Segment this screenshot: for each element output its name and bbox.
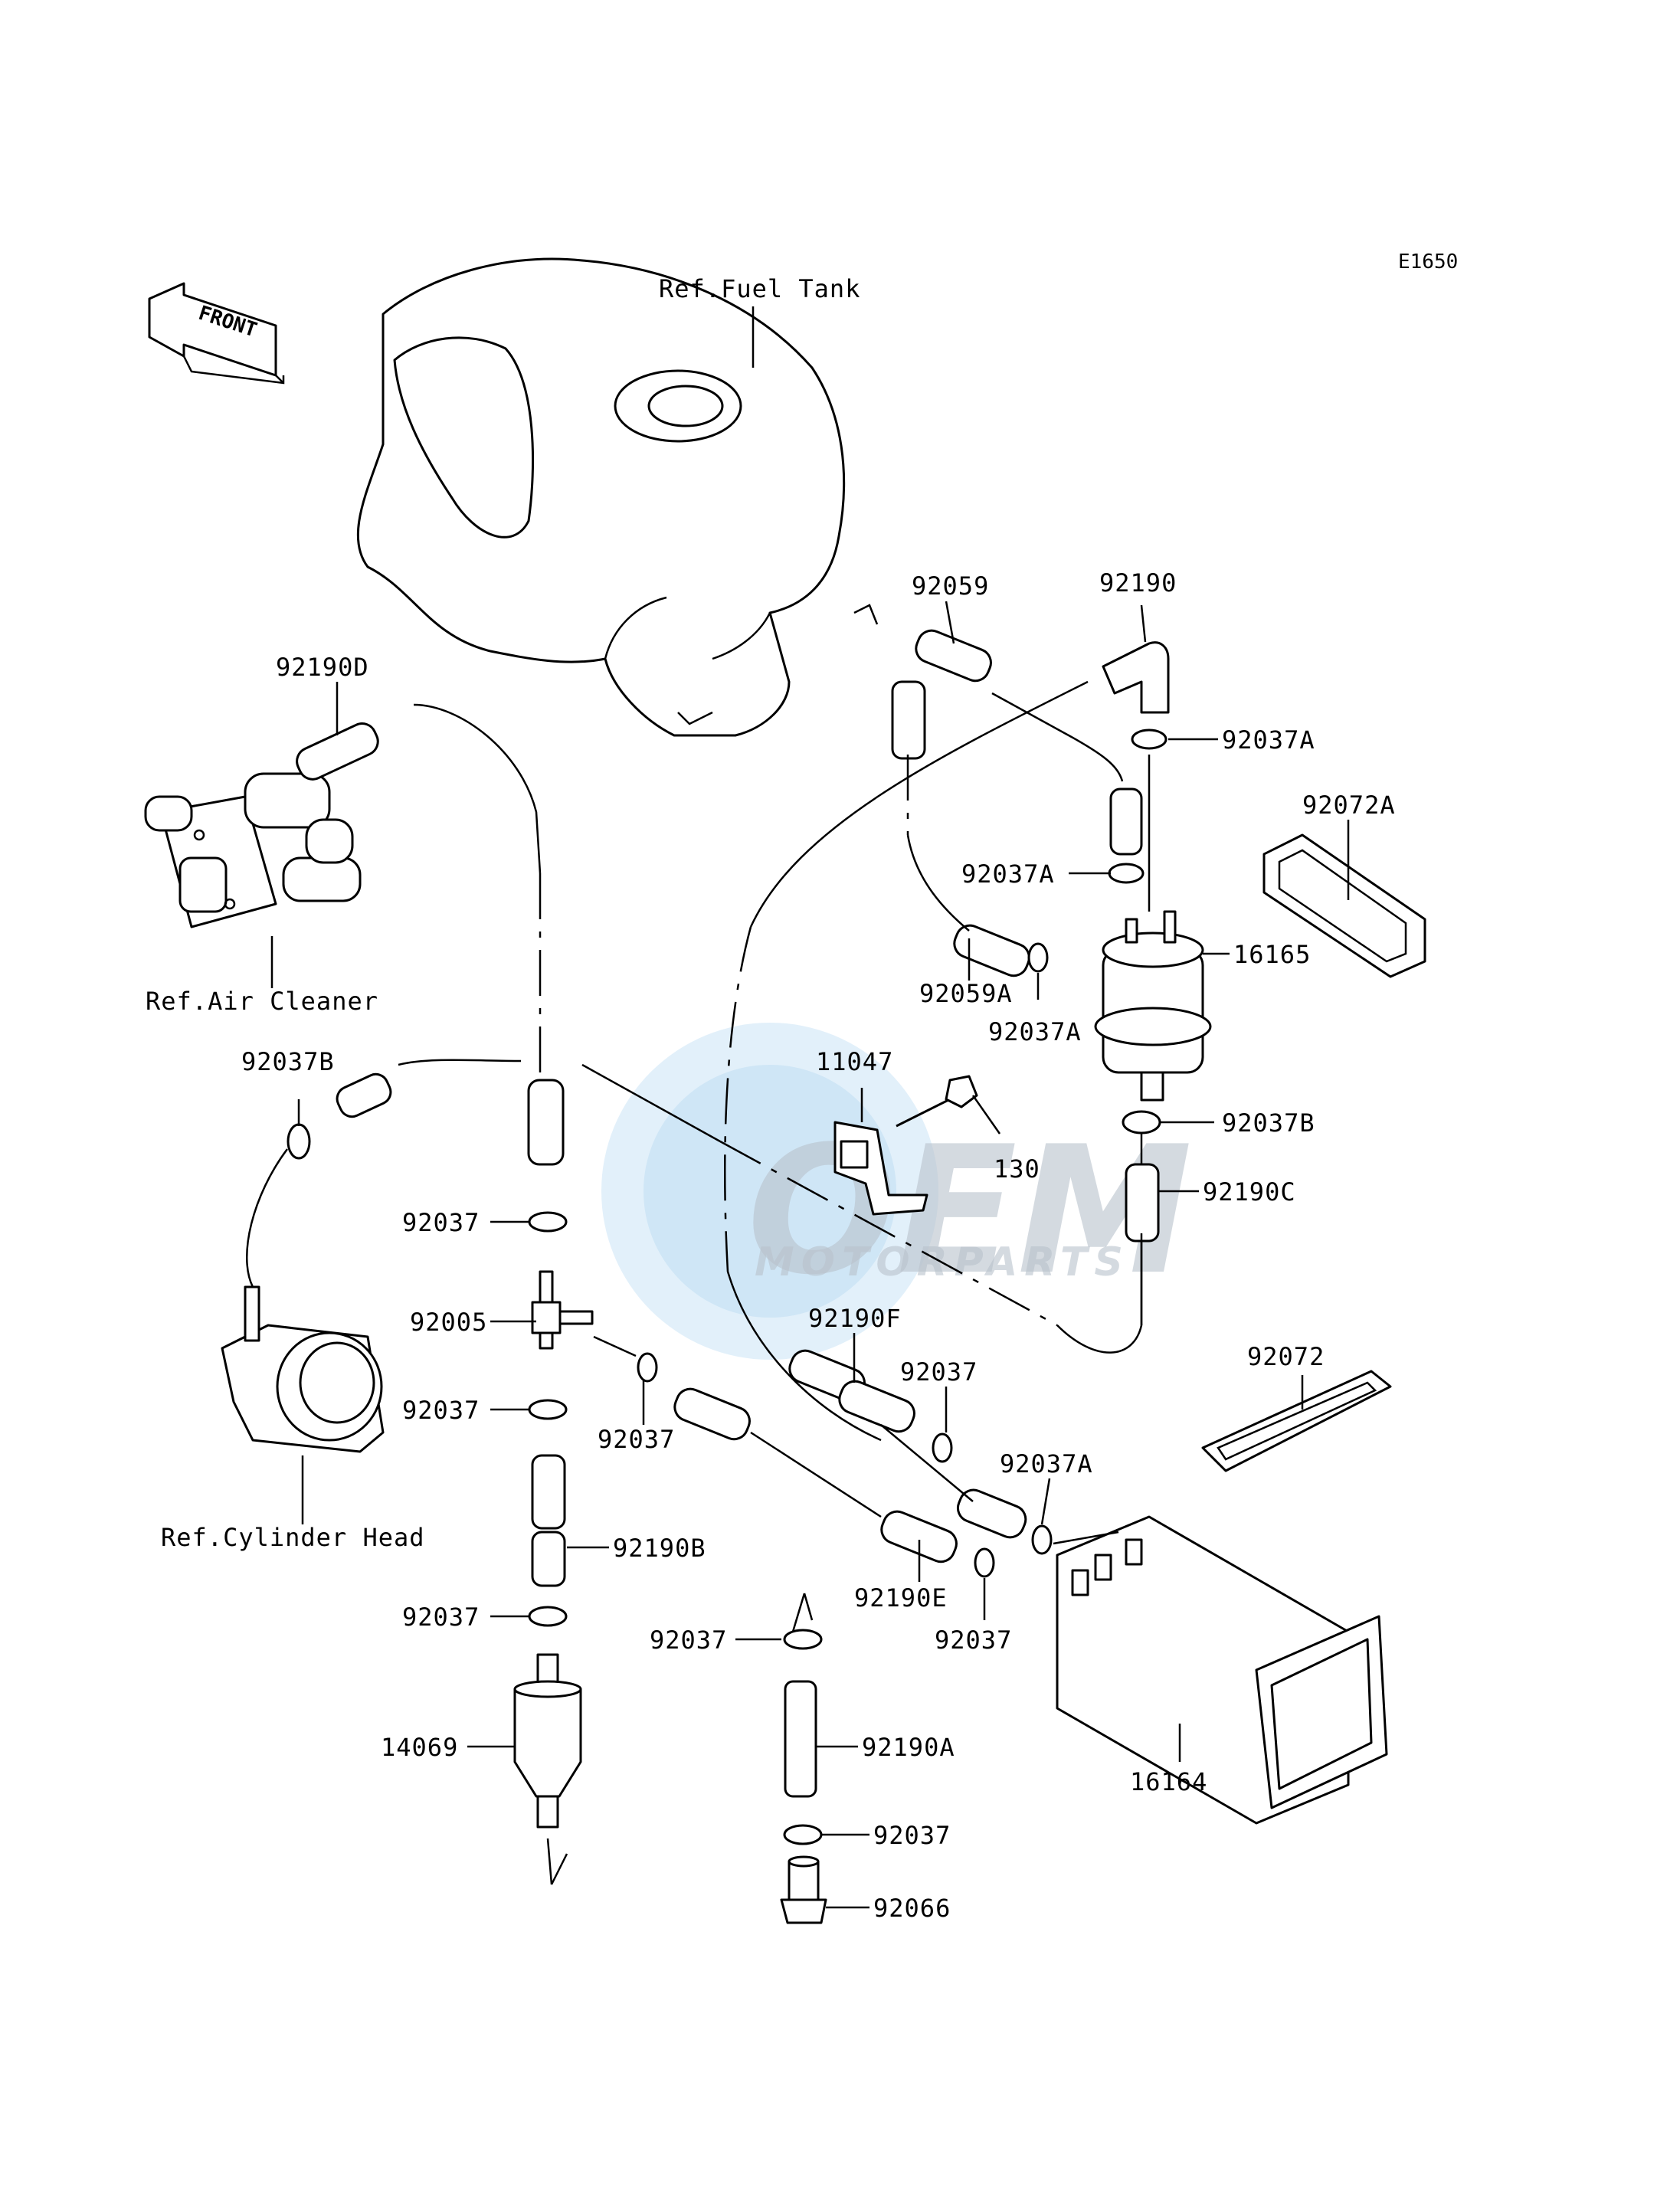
hose-92190a: [784, 1680, 817, 1798]
label-92190d: 92190D: [276, 653, 369, 682]
air-cleaner-valve-drawing: [144, 772, 362, 928]
hose-routing-lines: [245, 680, 1151, 1885]
oem-motorparts-watermark: OEM MOTORPARTS: [601, 1023, 1193, 1360]
label-92066: 92066: [873, 1894, 951, 1923]
label-92037-1: 92037: [402, 1208, 480, 1237]
hose-92190e: [880, 1510, 958, 1563]
hose-92190b-lower: [531, 1531, 566, 1587]
hose-92190d: [296, 722, 379, 781]
ref-cylinder-head-label: Ref.Cylinder Head: [161, 1523, 425, 1552]
label-92037a-top: 92037A: [1222, 725, 1315, 755]
hose-92190c: [1125, 1163, 1160, 1243]
hose-92059a: [953, 924, 1030, 977]
hose-left-upper: [527, 1079, 565, 1166]
label-92037a-canister: 92037A: [1000, 1449, 1093, 1478]
part-92072-strap-drawing: [1201, 1370, 1392, 1472]
hose-upper-right: [1109, 787, 1143, 856]
part-130-bolt-drawing: [896, 1075, 978, 1128]
hose-92190f-b: [838, 1380, 915, 1433]
label-92037-7: 92037: [935, 1626, 1012, 1655]
leader-lines: [297, 601, 1350, 1909]
label-92190: 92190: [1099, 568, 1177, 598]
front-direction-arrow-icon: FRONT: [148, 282, 285, 385]
part-number-labels: 92059 92190 92037A 92072A 92190D 92037A …: [241, 568, 1396, 1923]
ref-air-cleaner-label: Ref.Air Cleaner: [146, 987, 378, 1016]
part-16165-separator-drawing: [1094, 910, 1212, 1102]
label-92072a: 92072A: [1302, 791, 1396, 820]
part-16164-canister-drawing: [1056, 1515, 1388, 1825]
cylinder-head-fitting-drawing: [221, 1285, 385, 1453]
part-14069-fuel-filter-drawing: [513, 1653, 582, 1829]
label-92037a-mid: 92037A: [961, 859, 1055, 889]
label-92037-5: 92037: [402, 1603, 480, 1632]
hose-92059: [915, 629, 992, 683]
part-11047-bracket-drawing: [833, 1121, 928, 1216]
label-92190e: 92190E: [854, 1583, 948, 1613]
watermark-brand: OEM: [747, 1109, 1193, 1314]
label-92037-4: 92037: [900, 1357, 978, 1387]
diagram-code: E1650: [1398, 250, 1458, 273]
fuel-tank-drawing: [356, 257, 879, 737]
label-92190a: 92190A: [862, 1733, 955, 1762]
hose-segments: [296, 629, 1170, 1798]
label-92037b-right: 92037B: [1222, 1108, 1315, 1138]
hose-left-small: [336, 1072, 392, 1118]
label-92037-8: 92037: [873, 1821, 951, 1850]
label-92037b-left: 92037B: [241, 1047, 335, 1076]
label-92037-6: 92037: [650, 1626, 727, 1655]
hose-middle: [673, 1387, 751, 1441]
hose-clamps: [287, 729, 1167, 1845]
hose-small-tank: [891, 680, 926, 760]
label-11047: 11047: [816, 1047, 893, 1076]
hose-92190: [1102, 641, 1170, 714]
label-92072: 92072: [1247, 1342, 1325, 1371]
part-92066-fitting-drawing: [780, 1855, 827, 1924]
label-92005: 92005: [410, 1308, 487, 1337]
label-16165: 16165: [1233, 940, 1311, 969]
label-92037-3: 92037: [598, 1425, 675, 1454]
label-92190f: 92190F: [808, 1304, 902, 1333]
part-92005-tee-joint-drawing: [531, 1270, 594, 1350]
label-14069: 14069: [381, 1733, 458, 1762]
label-130: 130: [994, 1154, 1040, 1184]
part-92072a-strap-drawing: [1262, 833, 1426, 978]
label-92059a: 92059A: [919, 979, 1013, 1008]
label-92190c: 92190C: [1203, 1177, 1296, 1207]
watermark-globe: [601, 1023, 938, 1360]
ref-fuel-tank-label: Ref.Fuel Tank: [659, 274, 860, 303]
label-92190b: 92190B: [613, 1534, 706, 1563]
hose-right-lower: [956, 1488, 1027, 1539]
label-92037a-lower: 92037A: [988, 1017, 1082, 1046]
label-92037-2: 92037: [402, 1396, 480, 1425]
label-16164: 16164: [1130, 1767, 1207, 1796]
watermark-tagline: MOTORPARTS: [755, 1239, 1130, 1285]
label-92059: 92059: [912, 571, 989, 601]
hose-92190b-upper: [531, 1454, 566, 1530]
